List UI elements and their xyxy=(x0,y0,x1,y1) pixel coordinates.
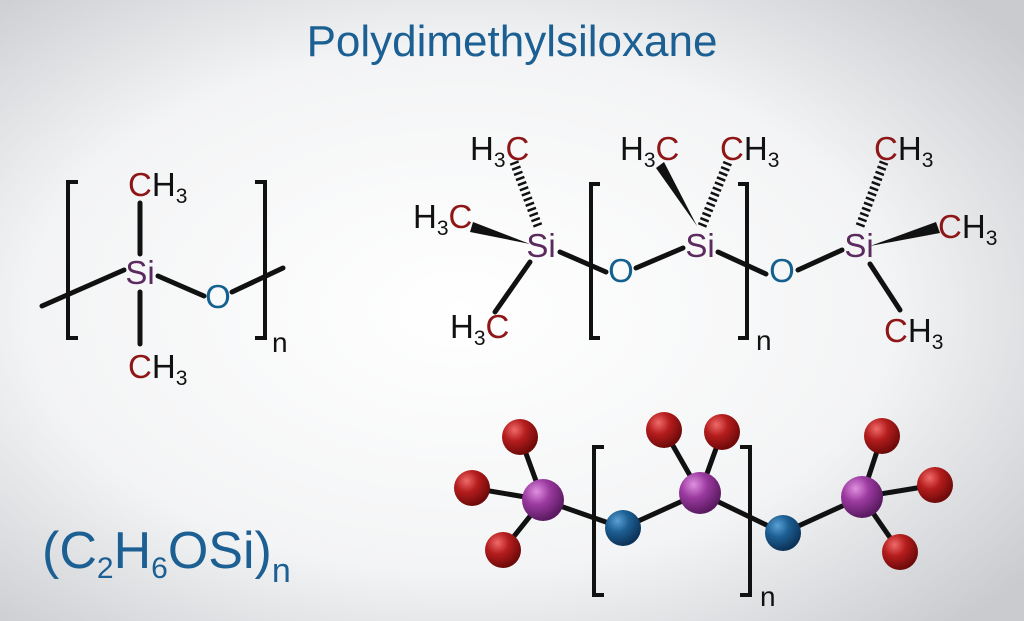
methyl-3-top: CH3 xyxy=(874,130,933,172)
ball-and-stick-model: n xyxy=(454,412,953,612)
molecular-formula: (C2H6OSi)n xyxy=(42,522,291,590)
repeat-unit-structure: Si O CH3 CH3 n xyxy=(39,166,288,390)
repeat-n: n xyxy=(760,581,776,612)
methyl-top: CH3 xyxy=(128,166,187,208)
atom-o: O xyxy=(205,278,231,315)
atom-si-1: Si xyxy=(526,227,555,264)
methyl-3-right: CH3 xyxy=(938,208,997,250)
atom-o-2: O xyxy=(769,252,795,289)
methyl-1-left: H3C xyxy=(413,198,472,240)
repeat-n: n xyxy=(272,327,288,358)
atom-si-3: Si xyxy=(844,227,873,264)
repeat-n: n xyxy=(756,325,772,356)
methyl-3-bottom: CH3 xyxy=(884,312,943,354)
chain-structure: Si O Si O Si H3C H3C H3C H3C CH3 CH3 CH3… xyxy=(413,130,997,356)
bracket-left xyxy=(589,182,600,340)
bracket-right xyxy=(740,445,752,597)
methyl-1-bottom: H3C xyxy=(450,308,509,350)
oxygen-balls xyxy=(605,510,801,551)
bracket-left xyxy=(66,180,78,340)
methyl-2-right: CH3 xyxy=(720,130,779,172)
atom-o-1: O xyxy=(608,252,634,289)
bracket-left xyxy=(592,445,604,597)
methyl-2-left: H3C xyxy=(620,130,679,172)
methyl-1-top: H3C xyxy=(470,130,529,172)
title: Polydimethylsiloxane xyxy=(307,17,718,66)
atom-si-2: Si xyxy=(685,227,714,264)
bracket-right xyxy=(738,182,749,340)
atom-si: Si xyxy=(125,254,154,291)
methyl-bottom: CH3 xyxy=(128,348,187,390)
bracket-right xyxy=(255,180,267,340)
silicon-balls xyxy=(522,472,883,521)
carbon-balls xyxy=(454,412,953,570)
